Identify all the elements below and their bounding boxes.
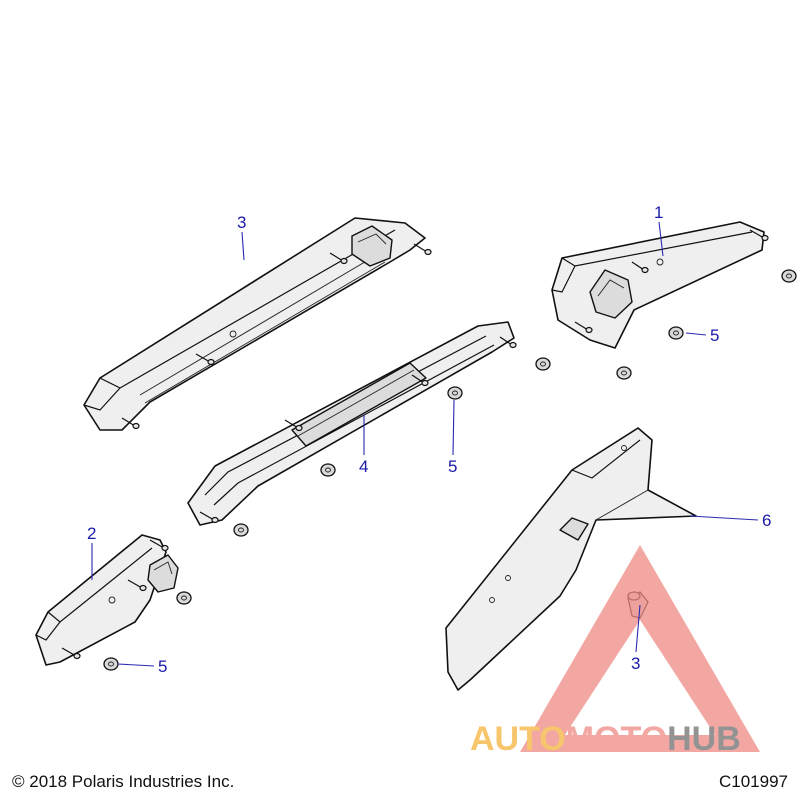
callout-3-lower: 3 bbox=[631, 654, 640, 673]
copyright-notice: © 2018 Polaris Industries Inc. bbox=[12, 772, 235, 791]
callout-4: 4 bbox=[359, 457, 368, 476]
part-3-upper-lamp-housing bbox=[83, 217, 432, 431]
part-2-small-lamp bbox=[35, 534, 179, 666]
part-1-right-lamp bbox=[551, 221, 769, 349]
callout-6: 6 bbox=[762, 511, 771, 530]
drawing-code: C101997 bbox=[718, 772, 788, 791]
callout-3-upper: 3 bbox=[237, 213, 246, 232]
part-6-plate-bracket bbox=[445, 427, 697, 691]
callout-5-middle: 5 bbox=[448, 457, 457, 476]
fastener-nuts bbox=[103, 269, 797, 671]
watermark-hub: HUB bbox=[667, 720, 741, 758]
part-4-light-bar bbox=[187, 321, 517, 526]
watermark-moto: MOTO bbox=[566, 720, 667, 758]
watermark-triangle bbox=[520, 545, 760, 752]
callout-5-left: 5 bbox=[158, 657, 167, 676]
watermark-auto: AUTO bbox=[470, 720, 566, 758]
callout-1: 1 bbox=[654, 203, 663, 222]
callout-2: 2 bbox=[87, 524, 96, 543]
callout-leaders bbox=[91, 221, 759, 667]
automotohub-watermark: AUTOMOTOHUB bbox=[470, 545, 760, 758]
callout-5-right: 5 bbox=[710, 326, 719, 345]
svg-text:AUTOMOTOHUB: AUTOMOTOHUB bbox=[470, 720, 741, 758]
